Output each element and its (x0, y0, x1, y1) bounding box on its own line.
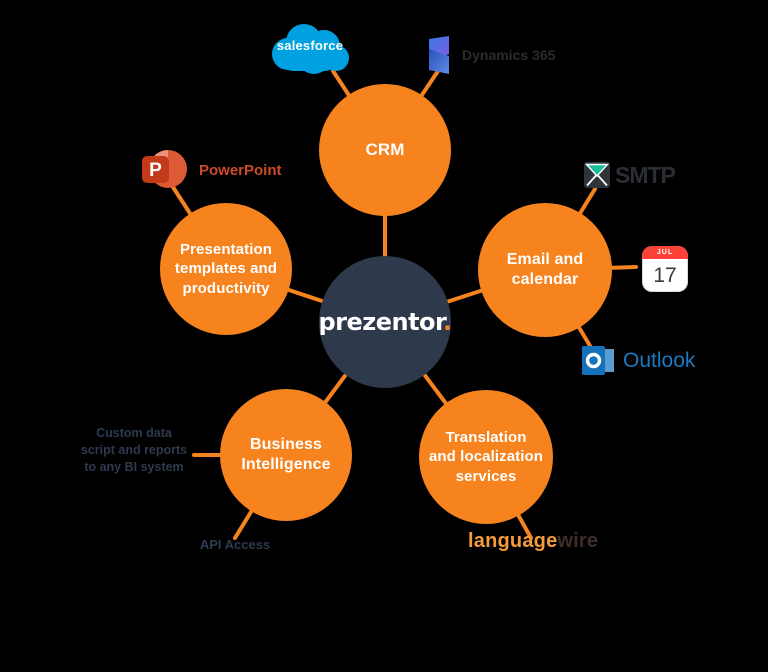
calendar-icon: JUL 17 (642, 246, 688, 292)
smtp-envelope-icon (584, 162, 610, 188)
circle-presentation: Presentation templates and productivity (160, 203, 292, 335)
powerpoint-p: P (149, 160, 162, 181)
prezentor-text: prezentor (318, 307, 443, 336)
bi-note: Custom data script and reports to any BI… (80, 426, 188, 474)
dynamics365-label: Dynamics 365 (462, 47, 556, 63)
outlook-icon (582, 346, 614, 375)
circle-translation-label: Translation and localization services (428, 429, 544, 485)
circle-business-intelligence-label: Business Intelligence (241, 435, 331, 473)
center-circle-prezentor: prezentor. (318, 256, 452, 388)
calendar-month: JUL (642, 246, 688, 259)
circle-email-calendar: Email and calendar (478, 203, 612, 337)
salesforce-logo: salesforce (266, 21, 356, 79)
circle-business-intelligence: Business Intelligence (220, 389, 352, 521)
powerpoint-logo: P PowerPoint (140, 146, 282, 194)
circle-email-calendar-label: Email and calendar (506, 250, 584, 288)
salesforce-cloud-icon (272, 24, 349, 74)
languagewire-first: language (468, 530, 558, 552)
circle-crm-label: CRM (365, 140, 405, 160)
circle-presentation-label: Presentation templates and productivity (174, 241, 278, 297)
outlook-label: Outlook (623, 349, 696, 372)
circle-crm: CRM (319, 84, 451, 216)
api-access-note: API Access (199, 537, 271, 552)
powerpoint-icon: P (142, 150, 187, 188)
calendar-day: 17 (653, 263, 677, 287)
smtp-label: SMTP (615, 161, 676, 188)
salesforce-label: salesforce (276, 38, 344, 53)
circle-translation: Translation and localization services (419, 390, 553, 524)
powerpoint-label: PowerPoint (199, 161, 282, 179)
prezentor-wordmark: prezentor. (318, 307, 452, 338)
dynamics365-icon (429, 36, 449, 74)
prezentor-dot: . (442, 307, 452, 336)
outlook-logo: Outlook (582, 345, 695, 377)
dynamics365-logo: Dynamics 365 (424, 36, 555, 74)
languagewire-second: wire (557, 530, 599, 552)
smtp-logo: SMTP (583, 161, 676, 189)
